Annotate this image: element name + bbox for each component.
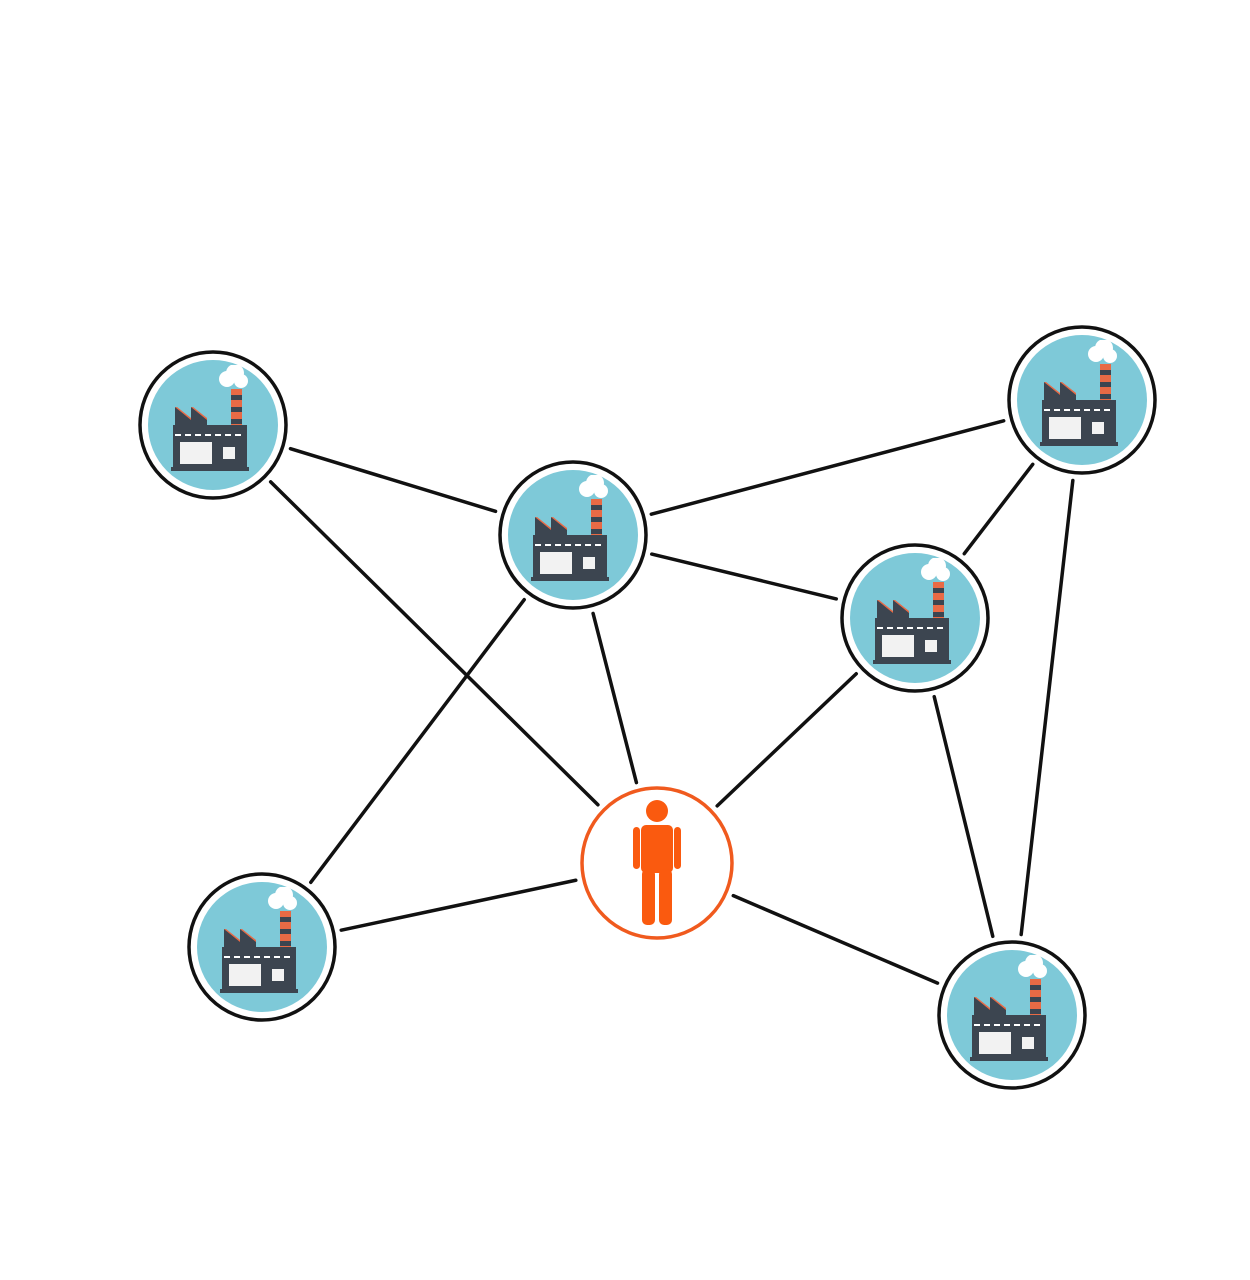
- node-person[interactable]: [580, 786, 734, 940]
- edge-factory-4-person: [715, 672, 859, 808]
- person-icon: [633, 800, 681, 925]
- edge-person-factory-6: [731, 893, 940, 985]
- node-factory-1[interactable]: [138, 350, 288, 500]
- edge-factory-5-person: [339, 878, 578, 932]
- edge-factory-1-person: [268, 480, 600, 807]
- edges: [268, 419, 1075, 985]
- node-factory-4[interactable]: [840, 543, 990, 693]
- edge-factory-1-factory-2: [288, 446, 498, 514]
- edge-factory-3-factory-6: [1019, 478, 1075, 937]
- node-factory-6[interactable]: [937, 940, 1087, 1090]
- edge-factory-4-factory-6: [932, 694, 995, 939]
- edge-factory-2-factory-5: [309, 597, 526, 885]
- edge-factory-2-factory-4: [649, 552, 839, 601]
- node-factory-3[interactable]: [1007, 325, 1157, 475]
- node-factory-5[interactable]: [187, 872, 337, 1022]
- edge-factory-3-factory-4: [962, 462, 1035, 556]
- edge-factory-2-factory-3: [649, 419, 1006, 516]
- nodes: [138, 325, 1157, 1090]
- node-factory-2[interactable]: [498, 460, 648, 610]
- edge-factory-2-person: [591, 611, 639, 785]
